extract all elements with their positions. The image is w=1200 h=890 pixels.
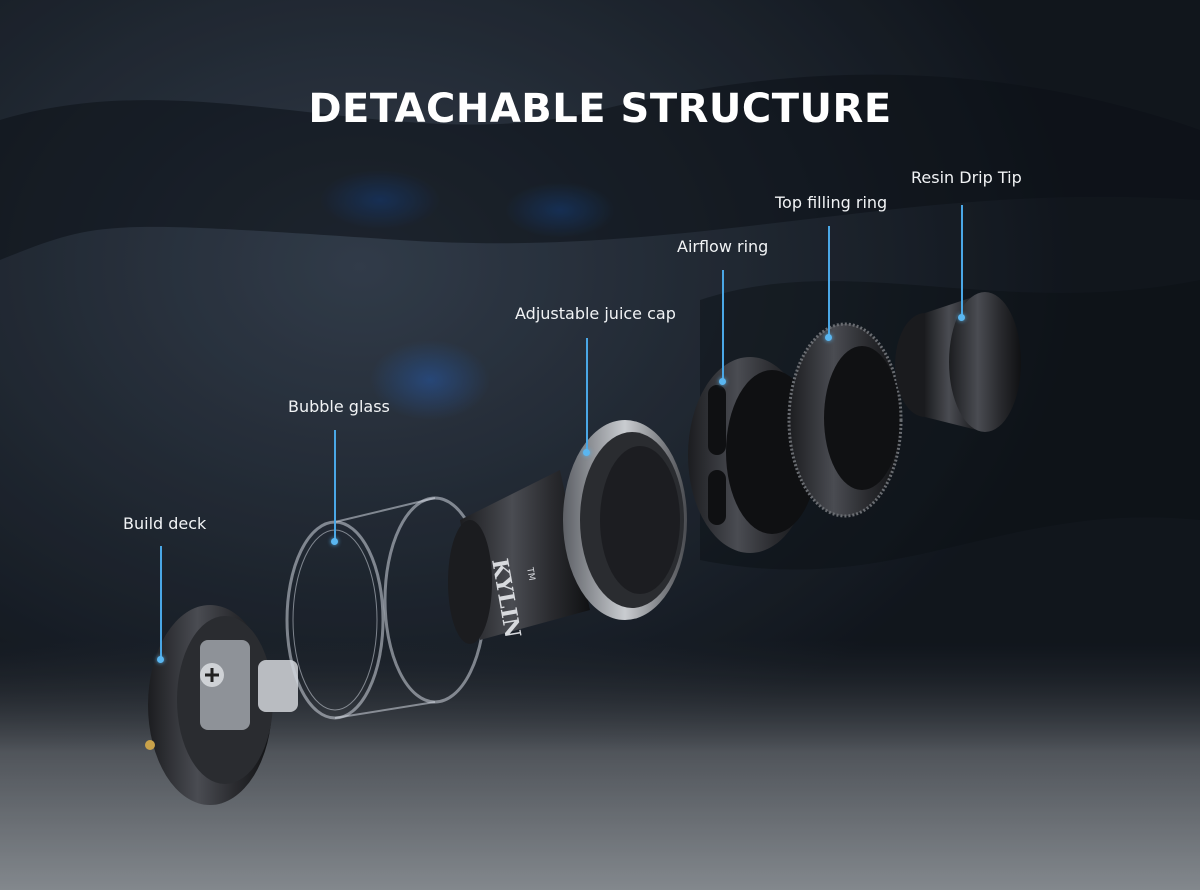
callout-dot-bubble-glass: [331, 538, 338, 545]
label-top-filling-ring: Top filling ring: [775, 193, 888, 212]
page-title: DETACHABLE STRUCTURE: [308, 86, 892, 132]
juice-cap-image: KYLIN TM: [448, 420, 687, 644]
label-bubble-glass: Bubble glass: [288, 397, 390, 416]
drip-tip-image: [895, 292, 1021, 432]
top-filling-ring-image: [787, 322, 903, 518]
label-build-deck: Build deck: [123, 514, 207, 533]
callout-dot-adjustable-juice-cap: [583, 449, 590, 456]
leader-line-adjustable-juice-cap: [586, 338, 588, 450]
build-deck-image: [145, 605, 298, 805]
label-airflow-ring: Airflow ring: [677, 237, 769, 256]
callout-dot-build-deck: [157, 656, 164, 663]
brand-tm: TM: [524, 566, 536, 582]
leader-line-resin-drip-tip: [961, 205, 963, 315]
leader-line-airflow-ring: [722, 270, 724, 380]
leader-line-top-filling-ring: [828, 226, 830, 336]
callout-dot-resin-drip-tip: [958, 314, 965, 321]
leader-line-build-deck: [160, 546, 162, 658]
callout-dot-top-filling-ring: [825, 334, 832, 341]
callout-dot-airflow-ring: [719, 378, 726, 385]
leader-line-bubble-glass: [334, 430, 336, 540]
label-adjustable-juice-cap: Adjustable juice cap: [515, 304, 676, 323]
label-resin-drip-tip: Resin Drip Tip: [911, 168, 1022, 187]
